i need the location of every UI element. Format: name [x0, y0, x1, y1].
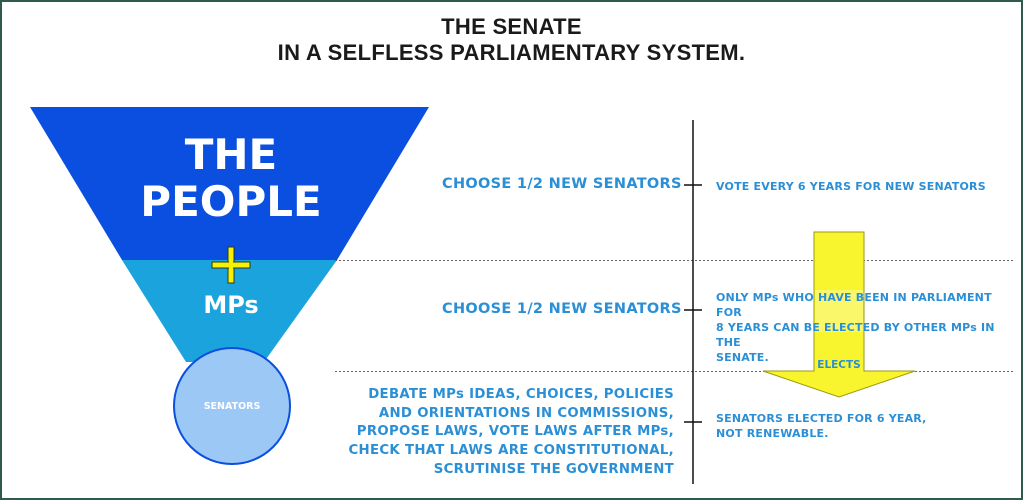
row-2-detail-line-1: ONLY MPs WHO HAVE BEEN IN PARLIAMENT FOR [716, 291, 992, 319]
elects-label: ELECTS [817, 359, 860, 371]
mps-funnel-section [122, 260, 337, 362]
elects-arrow [762, 231, 916, 398]
senator-roles-text: DEBATE MPs IDEAS, CHOICES, POLICIES AND … [327, 386, 674, 480]
people-funnel-section [30, 107, 429, 260]
mps-label: MPs [203, 291, 258, 319]
roles-line-2: AND ORIENTATIONS IN COMMISSIONS, [378, 405, 674, 421]
row-2-detail-line-2: 8 YEARS CAN BE ELECTED BY OTHER MPs IN T… [716, 321, 995, 349]
row-2-detail-text: ONLY MPs WHO HAVE BEEN IN PARLIAMENT FOR… [716, 290, 1021, 365]
row-2-detail-line-3: SENATE. [716, 351, 769, 364]
title-line-1: THE SENATE [441, 14, 582, 39]
people-label-line-1: THE [185, 130, 278, 179]
roles-line-4: CHECK THAT LAWS ARE CONSTITUTIONAL, [348, 443, 674, 459]
row-3-detail-text: SENATORS ELECTED FOR 6 YEAR, NOT RENEWAB… [716, 411, 927, 441]
roles-line-5: SCRUTINISE THE GOVERNMENT [433, 461, 674, 477]
row-1-detail-text: VOTE EVERY 6 YEARS FOR NEW SENATORS [716, 179, 986, 194]
roles-line-3: PROPOSE LAWS, VOTE LAWS AFTER MPs, [356, 424, 674, 440]
row-1-choose-text: CHOOSE 1/2 NEW SENATORS [442, 176, 682, 192]
senators-label: SENATORS [204, 401, 261, 412]
row-3-detail-line-1: SENATORS ELECTED FOR 6 YEAR, [716, 412, 927, 425]
senators-circle [173, 347, 291, 465]
row-1-detail-line-1: VOTE EVERY 6 YEARS FOR NEW SENATORS [716, 180, 986, 193]
plus-icon [211, 246, 251, 284]
roles-line-1: DEBATE MPs IDEAS, CHOICES, POLICIES [368, 387, 674, 402]
row-3-detail-line-2: NOT RENEWABLE. [716, 427, 829, 440]
title-line-2: IN A SELFLESS PARLIAMENTARY SYSTEM. [277, 40, 746, 65]
people-label-line-2: PEOPLE [140, 177, 321, 226]
row-2-choose-text: CHOOSE 1/2 NEW SENATORS [442, 301, 682, 317]
